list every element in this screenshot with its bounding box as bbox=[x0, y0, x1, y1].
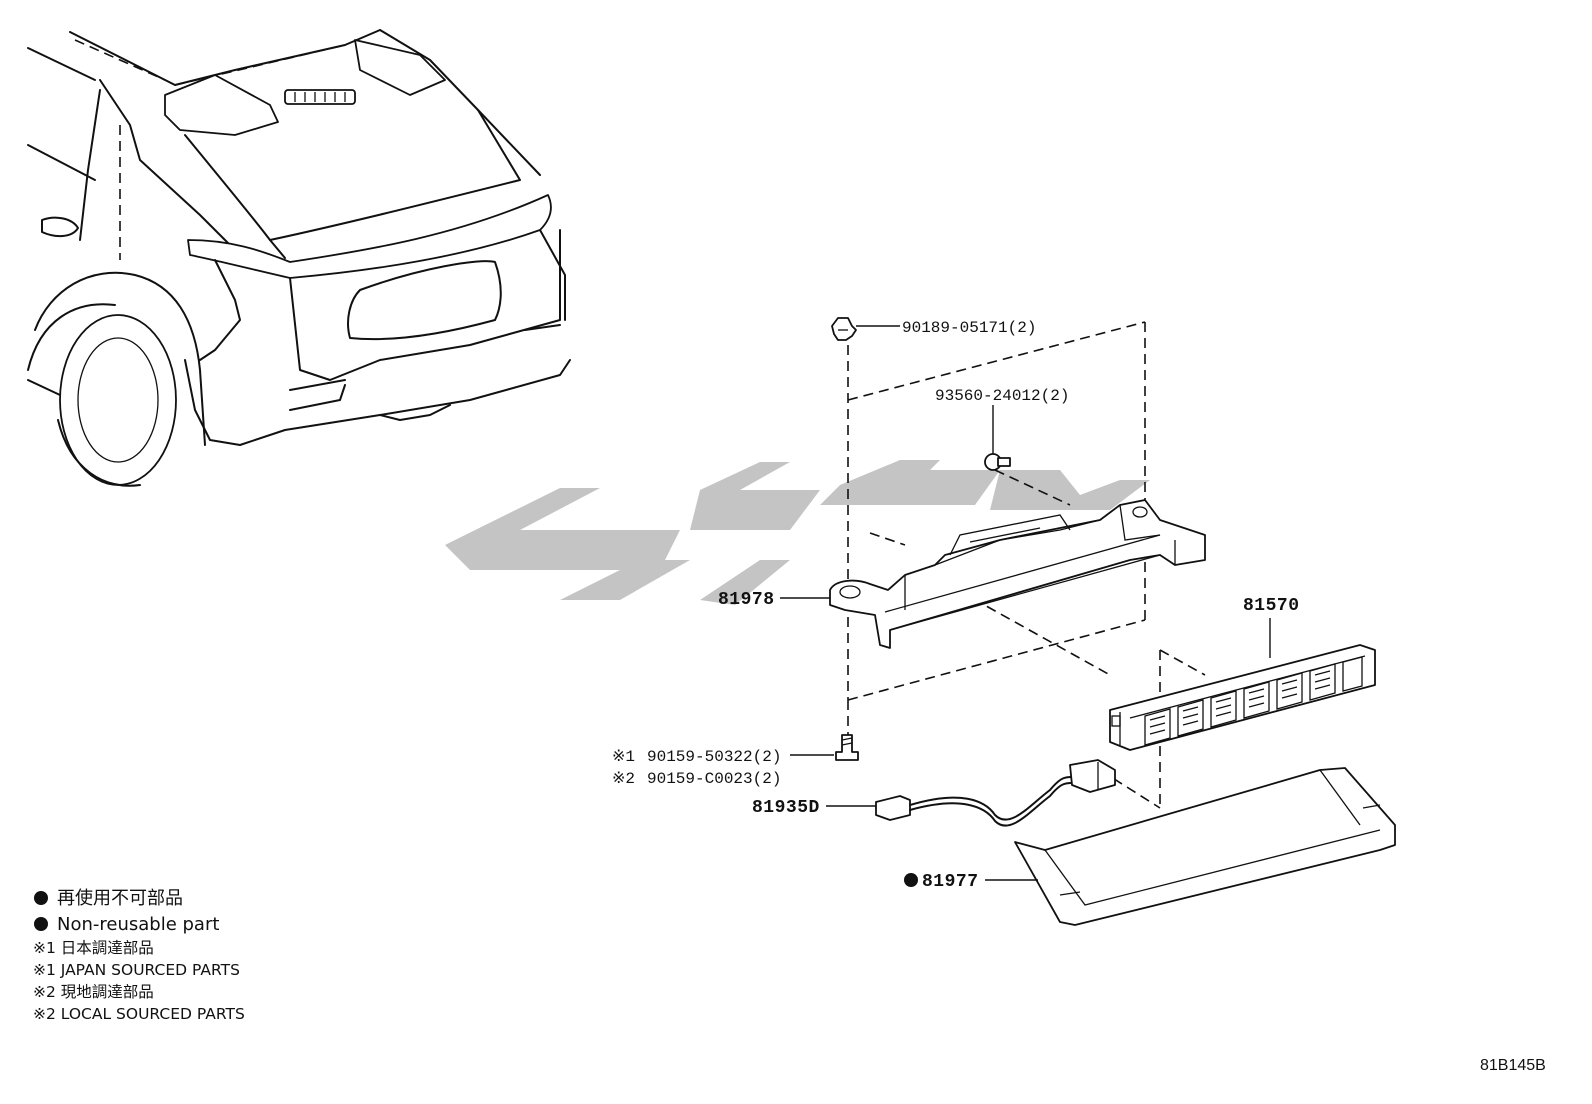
bolt-japan-mark: ※1 bbox=[612, 748, 635, 766]
vehicle-rear-illustration bbox=[27, 29, 571, 487]
bolt-local-part-number: 90159-C0023(2) bbox=[647, 770, 781, 788]
lamp-part bbox=[1109, 618, 1376, 751]
bolt-japan-part-number: 90159-50322(2) bbox=[647, 748, 781, 766]
legend-bullet-en bbox=[34, 917, 48, 931]
legend-nonreusable-en: Non-reusable part bbox=[57, 914, 219, 935]
screw-part bbox=[984, 405, 1011, 471]
bolt-local-mark: ※2 bbox=[612, 770, 635, 788]
assembly-outline bbox=[847, 321, 1206, 809]
clip-part bbox=[831, 317, 900, 341]
bracket-part bbox=[780, 499, 1206, 649]
harness-part bbox=[826, 759, 1116, 827]
harness-part-number: 81935D bbox=[752, 798, 820, 818]
watermark-logo bbox=[445, 460, 1150, 605]
legend-japan-jp: ※1 日本調達部品 bbox=[33, 939, 154, 957]
nonreusable-marker bbox=[904, 873, 918, 887]
cover-part bbox=[985, 767, 1396, 926]
clip-part-number: 90189-05171(2) bbox=[902, 319, 1036, 337]
legend: 再使用不可部品 Non-reusable part ※1 日本調達部品 ※1 J… bbox=[33, 888, 245, 1023]
bolt-part bbox=[790, 734, 859, 761]
screw-part-number: 93560-24012(2) bbox=[935, 387, 1069, 405]
lamp-part-number: 81570 bbox=[1243, 596, 1300, 616]
cover-part-number: 81977 bbox=[922, 872, 979, 892]
diagram-code: 81B145B bbox=[1480, 1057, 1546, 1074]
legend-local-en: ※2 LOCAL SOURCED PARTS bbox=[33, 1005, 245, 1023]
legend-japan-en: ※1 JAPAN SOURCED PARTS bbox=[33, 961, 240, 979]
legend-bullet-jp bbox=[34, 891, 48, 905]
legend-nonreusable-jp: 再使用不可部品 bbox=[57, 888, 183, 909]
legend-local-jp: ※2 現地調達部品 bbox=[33, 983, 154, 1001]
bracket-part-number: 81978 bbox=[718, 590, 775, 610]
